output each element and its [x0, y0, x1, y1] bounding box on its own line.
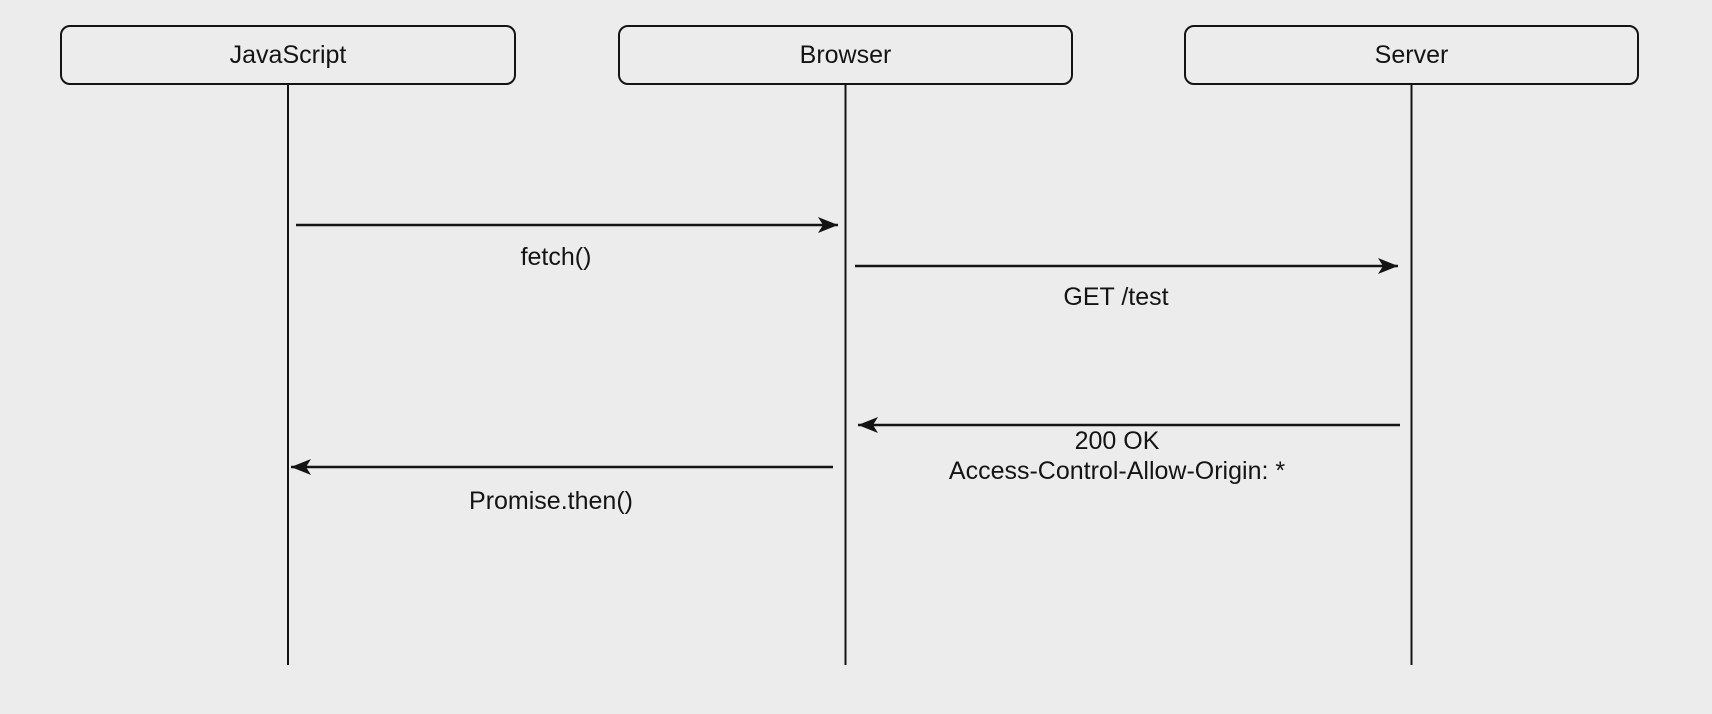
participant-label-browser: Browser	[799, 40, 892, 69]
participant-label-server: Server	[1374, 40, 1449, 69]
participant-box-browser: Browser	[618, 25, 1073, 85]
message-label-200-ok-line2: Access-Control-Allow-Origin: *	[948, 457, 1286, 485]
message-label-fetch: fetch()	[520, 243, 592, 271]
participant-label-javascript: JavaScript	[229, 40, 347, 69]
participant-box-javascript: JavaScript	[60, 25, 516, 85]
message-label-get-test: GET /test	[1063, 283, 1169, 311]
message-label-promise-then: Promise.then()	[469, 487, 633, 515]
participant-box-server: Server	[1184, 25, 1639, 85]
message-label-200-ok: 200 OK Access-Control-Allow-Origin: *	[949, 426, 1285, 486]
message-label-200-ok-line1: 200 OK	[1074, 427, 1160, 455]
